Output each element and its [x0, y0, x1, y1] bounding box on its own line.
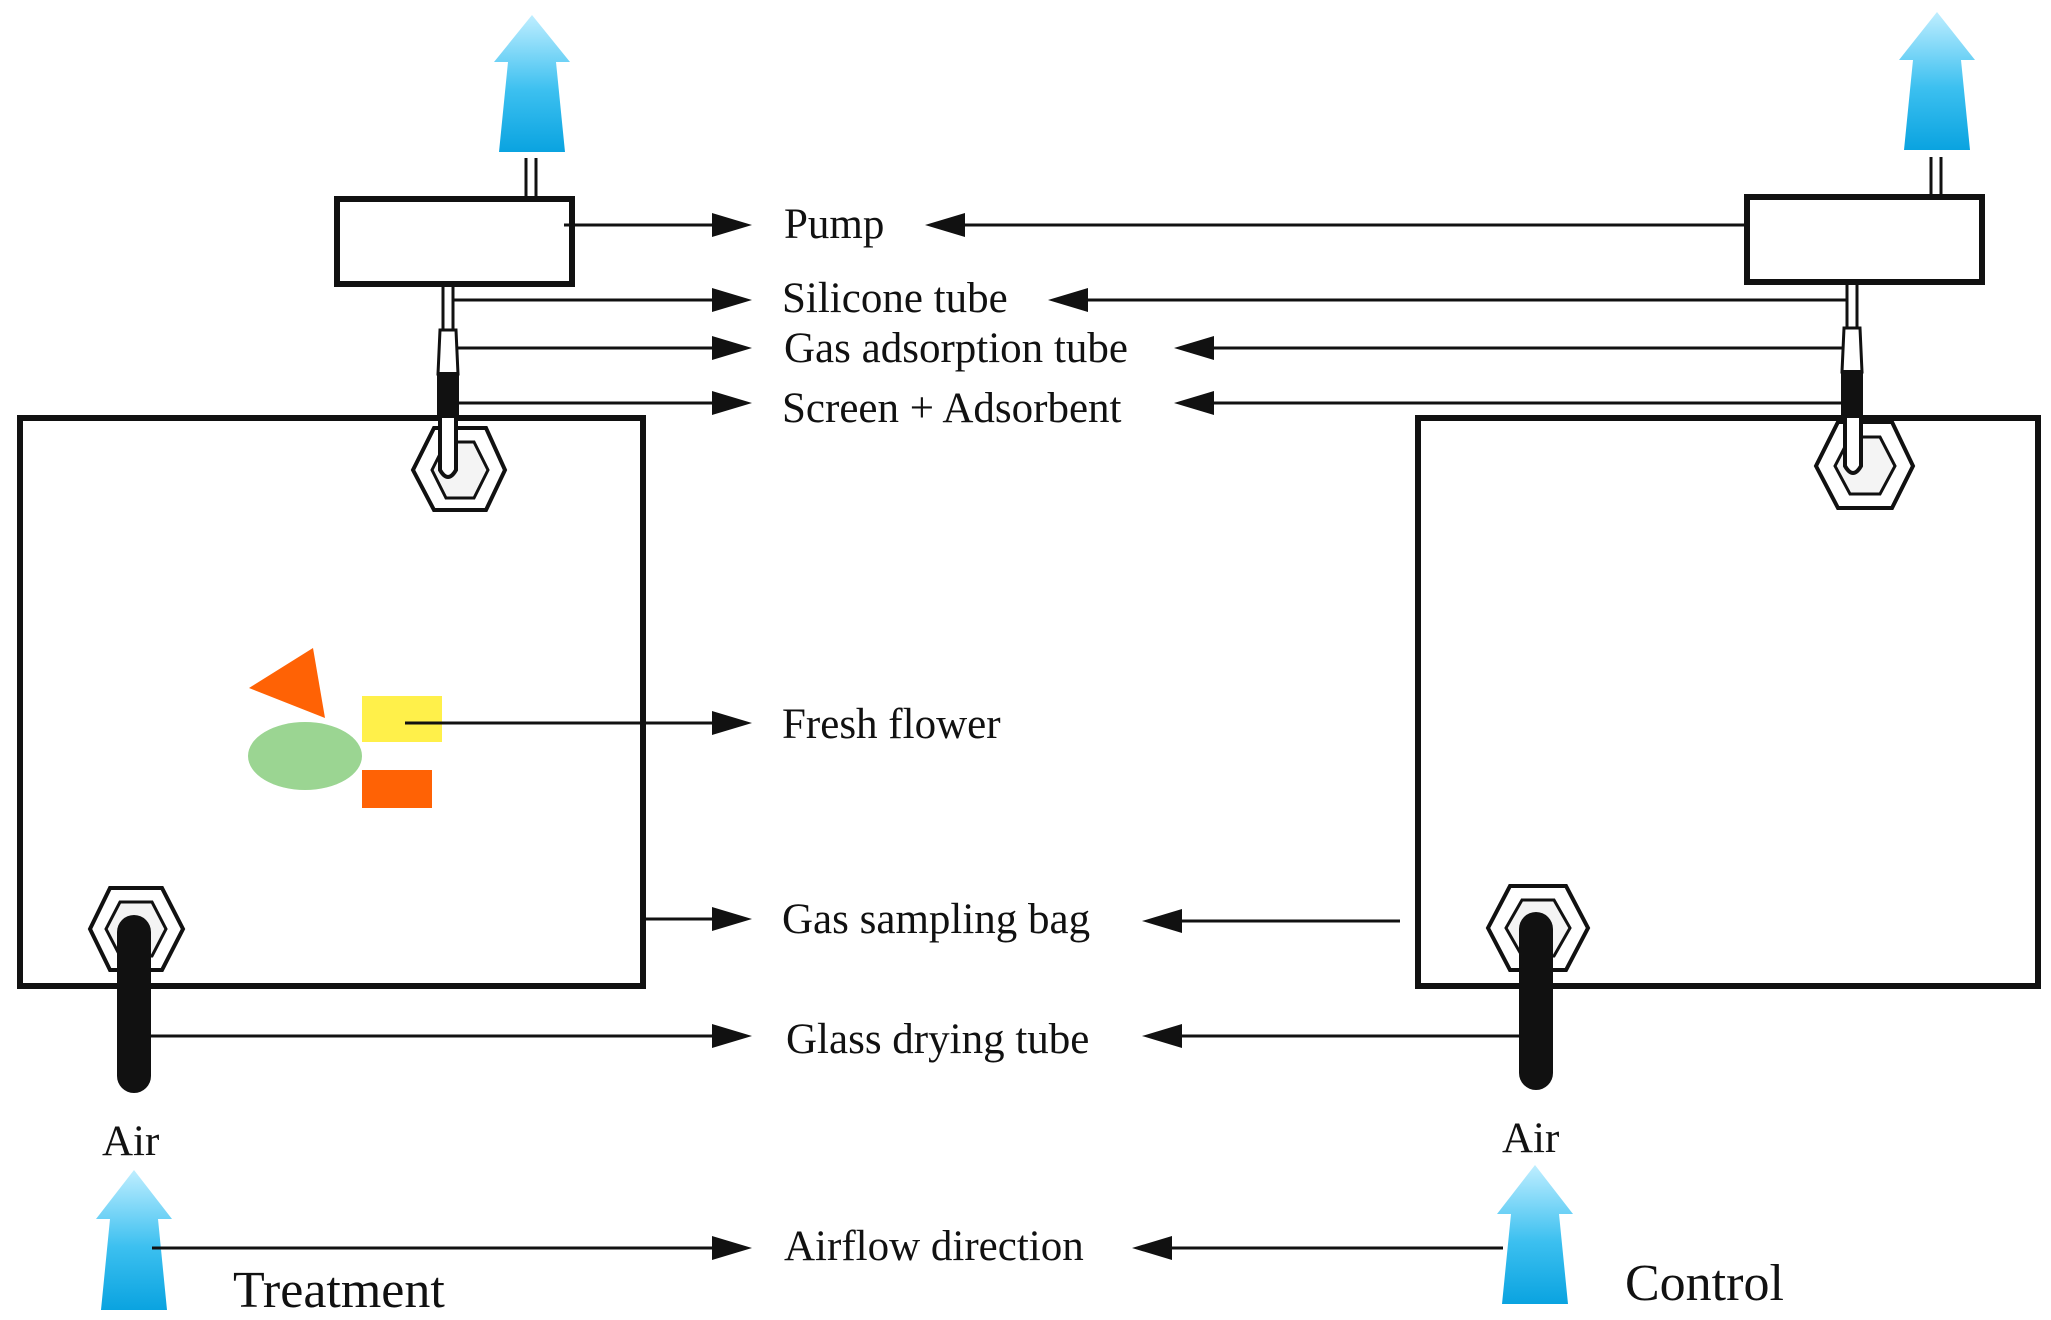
arrow-drying-left — [151, 1024, 752, 1048]
arrow-bag-right — [1142, 909, 1400, 933]
hex-nut-connector-icon — [410, 418, 508, 512]
gas-sampling-bag-control — [1415, 415, 2041, 989]
label-screen-adsorbent: Screen + Adsorbent — [782, 385, 1122, 432]
adsorbent-treatment — [437, 372, 459, 418]
arrow-airflow-left — [152, 1236, 752, 1260]
label-pump: Pump — [784, 201, 884, 248]
arrow-pump-left — [564, 213, 752, 237]
air-label-control: Air — [1502, 1115, 1559, 1162]
arrow-adsorption-left — [457, 336, 752, 360]
airflow-arrow-icon — [1497, 1165, 1573, 1304]
label-silicone-tube: Silicone tube — [782, 275, 1008, 322]
glass-drying-tube-control — [1519, 912, 1553, 1090]
label-airflow-direction: Airflow direction — [784, 1223, 1084, 1270]
label-fresh-flower: Fresh flower — [782, 701, 1001, 748]
arrow-drying-right — [1142, 1024, 1519, 1048]
airflow-arrow-icon — [1899, 12, 1975, 150]
airflow-arrow-icon — [96, 1170, 172, 1310]
arrow-screen-left — [459, 391, 752, 415]
pump-box-treatment — [334, 196, 575, 287]
adsorbent-control — [1841, 370, 1863, 418]
glass-drying-tube-treatment — [117, 915, 151, 1093]
pump-box-control — [1744, 194, 1985, 285]
airflow-arrow-icon — [494, 15, 570, 152]
hex-nut-connector-icon — [1813, 418, 1916, 510]
treatment-title: Treatment — [233, 1262, 445, 1319]
label-gas-sampling-bag: Gas sampling bag — [782, 896, 1090, 943]
arrow-silicone-right — [1048, 288, 1847, 312]
treatment-setup: Air Treatment — [17, 15, 646, 1319]
fresh-flower-icon — [248, 648, 442, 808]
arrow-silicone-left — [453, 288, 752, 312]
arrow-pump-right — [925, 213, 1747, 237]
air-label-treatment: Air — [102, 1118, 159, 1165]
leader-arrows — [151, 213, 1847, 1260]
arrow-airflow-right — [1132, 1236, 1503, 1260]
arrow-adsorption-right — [1174, 336, 1842, 360]
arrow-screen-right — [1174, 391, 1841, 415]
arrow-bag-left — [643, 907, 752, 931]
gas-adsorption-tube-control — [1840, 326, 1864, 374]
label-glass-drying-tube: Glass drying tube — [786, 1016, 1089, 1063]
control-title: Control — [1625, 1255, 1784, 1312]
gas-sampling-bag-treatment — [17, 415, 646, 989]
center-labels: Pump Silicone tube Gas adsorption tube S… — [782, 201, 1128, 1270]
gas-adsorption-tube-treatment — [436, 328, 460, 376]
label-gas-adsorption-tube: Gas adsorption tube — [784, 325, 1128, 372]
arrow-flower-left — [405, 711, 752, 735]
control-setup: Air Control — [1415, 12, 2041, 1312]
